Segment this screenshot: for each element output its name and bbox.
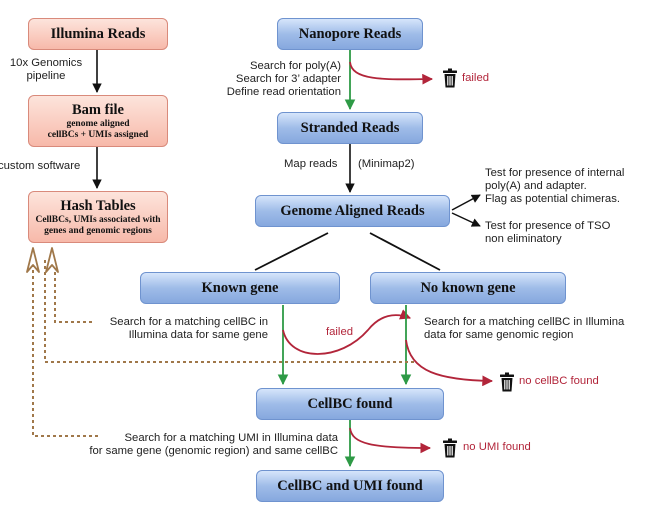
arrow-to-chimera-test <box>451 194 481 211</box>
cellbc-umi-found-label: CellBC and UMI found <box>277 477 423 494</box>
bam-file-title: Bam file <box>72 101 124 118</box>
tenx-line2: pipeline <box>26 70 66 82</box>
no-cellbc-label: no cellBC found <box>519 375 599 387</box>
tenx-label: 10x Genomics pipeline <box>6 57 86 83</box>
internal-line3: Flag as potential chimeras. <box>485 193 621 205</box>
custom-software-label: custom software <box>0 160 81 172</box>
polya-line3: Define read orientation <box>226 86 341 98</box>
hash-tables-title: Hash Tables <box>60 197 136 214</box>
umi-search-line1: Search for a matching UMI in Illumina da… <box>124 432 338 444</box>
trash-bin-icon <box>443 68 457 88</box>
arrow-failed-mid <box>282 309 412 355</box>
lookup-link-known-gene <box>54 258 92 323</box>
cellbc-umi-found-node: CellBC and UMI found <box>256 470 444 502</box>
lookup-link-no-known-gene <box>44 258 414 363</box>
umi-search-line2: for same gene (genomic region) and same … <box>89 445 338 457</box>
chimera-test-label: Test for presence of internal poly(A) an… <box>485 167 624 206</box>
lookup-link-umi <box>32 258 98 437</box>
lookup-arrowhead-inner <box>45 247 59 273</box>
trash-bin-icon <box>443 438 457 458</box>
polya-line2: Search for 3’ adapter <box>235 73 341 85</box>
trash-bin-icon <box>500 372 514 392</box>
polya-label: Search for poly(A) Search for 3’ adapter… <box>180 60 341 99</box>
hash-tables-node: Hash Tables CellBCs, UMIs associated wit… <box>28 191 168 243</box>
arrow-no-cellbc <box>405 339 494 387</box>
known-search-line2: Illumina data for same gene <box>128 329 268 341</box>
lookup-arrowhead-outer <box>26 247 40 273</box>
no-known-gene-label: No known gene <box>420 279 516 296</box>
line-to-known-gene <box>254 232 329 271</box>
noknown-search-line1: Search for a matching cellBC in Illumina <box>424 316 625 328</box>
line-to-no-known-gene <box>369 232 441 271</box>
no-umi-label: no UMI found <box>463 441 531 453</box>
tso-line2: non eliminatory <box>485 233 562 245</box>
minimap2-label: (Minimap2) <box>358 158 415 170</box>
bam-file-sub1: genome aligned <box>66 118 130 129</box>
tso-line1: Test for presence of TSO <box>485 220 611 232</box>
umi-search-label: Search for a matching UMI in Illumina da… <box>60 432 338 458</box>
tenx-line1: 10x Genomics <box>9 57 83 69</box>
hash-tables-sub1: CellBCs, UMIs associated with <box>35 214 161 225</box>
nanopore-reads-node: Nanopore Reads <box>277 18 423 50</box>
arrow-failed-top <box>349 61 434 85</box>
stranded-reads-label: Stranded Reads <box>300 119 400 136</box>
nanopore-reads-label: Nanopore Reads <box>298 25 402 42</box>
map-reads-label: Map reads <box>284 158 338 170</box>
known-search-line1: Search for a matching cellBC in <box>109 316 268 328</box>
illumina-reads-label: Illumina Reads <box>50 25 146 42</box>
cellbc-found-label: CellBC found <box>307 395 393 412</box>
arrow-to-tso-test <box>451 212 481 227</box>
arrow-no-umi <box>349 427 432 454</box>
known-gene-node: Known gene <box>140 272 340 304</box>
noknown-search-line2: data for same genomic region <box>424 329 574 341</box>
failed-top-label: failed <box>462 72 490 84</box>
known-gene-label: Known gene <box>201 279 279 296</box>
failed-mid-label: failed <box>326 326 354 338</box>
polya-line1: Search for poly(A) <box>249 60 341 72</box>
bam-file-node: Bam file genome aligned cellBCs + UMIs a… <box>28 95 168 147</box>
tso-test-label: Test for presence of TSO non eliminatory <box>485 220 610 246</box>
no-known-gene-node: No known gene <box>370 272 566 304</box>
internal-line2: poly(A) and adapter. <box>485 180 587 192</box>
illumina-reads-node: Illumina Reads <box>28 18 168 50</box>
genome-aligned-reads-label: Genome Aligned Reads <box>280 202 425 219</box>
noknown-search-label: Search for a matching cellBC in Illumina… <box>424 316 624 342</box>
genome-aligned-reads-node: Genome Aligned Reads <box>255 195 450 227</box>
bam-file-sub2: cellBCs + UMIs assigned <box>47 129 149 140</box>
stranded-reads-node: Stranded Reads <box>277 112 423 144</box>
internal-line1: Test for presence of internal <box>485 167 625 179</box>
known-search-label: Search for a matching cellBC in Illumina… <box>88 316 268 342</box>
hash-tables-sub2: genes and genomic regions <box>44 225 152 236</box>
cellbc-found-node: CellBC found <box>256 388 444 420</box>
